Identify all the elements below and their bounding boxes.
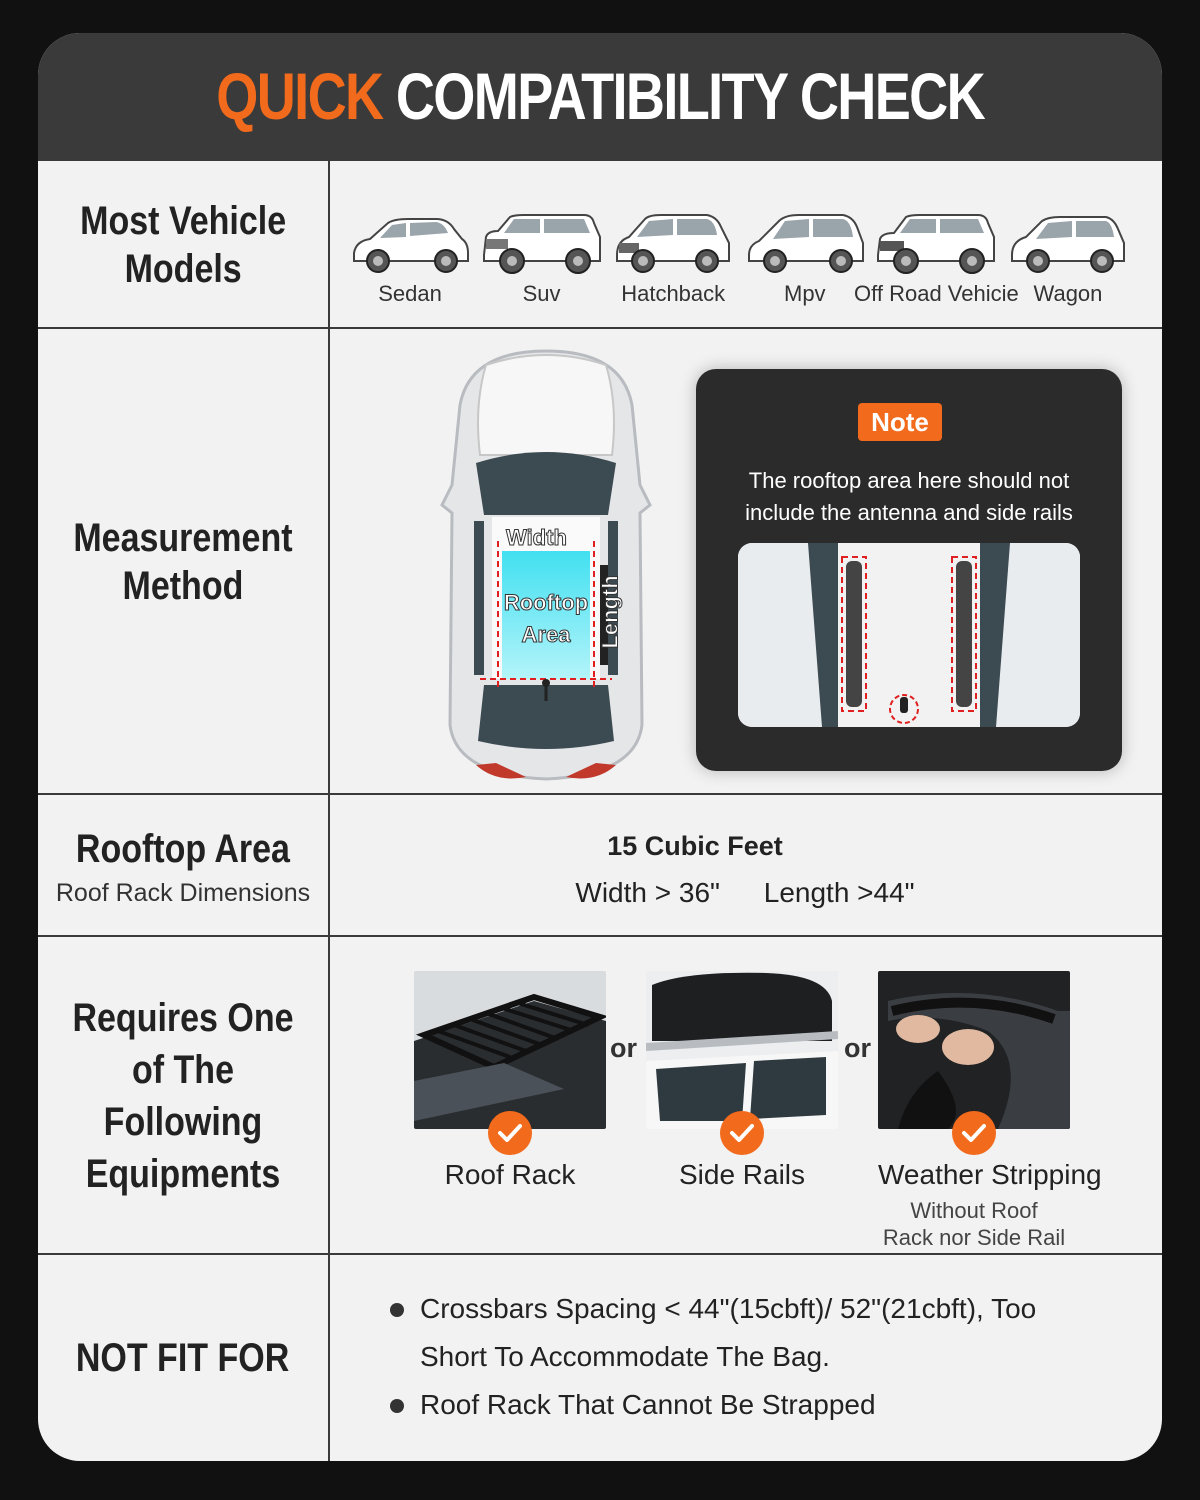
measurement-row: Measurement Method	[38, 327, 1162, 795]
note-text: The rooftop area here should not include…	[745, 468, 1073, 525]
measurement-content: Width Rooftop Area Length Note The rooft…	[330, 329, 1162, 795]
equipment-name: Side Rails	[678, 1159, 806, 1190]
page-title: QUICK COMPATIBILITY CHECK	[216, 58, 986, 134]
vehicle-off-road: Off Road Vehicie	[854, 207, 1019, 307]
vehicle-mpv: Mpv	[741, 207, 869, 307]
equipment-cell: Requires One of The Following Equipments	[38, 937, 330, 1255]
suv-icon	[482, 214, 601, 274]
vehicle-label: Suv	[522, 281, 561, 306]
vehicle-models-label: Most Vehicle Models	[80, 199, 286, 291]
note-tag: Note	[858, 403, 942, 441]
vehicle-list: Sedan Suv	[330, 207, 1162, 307]
vehicle-label: Off Road Vehicie	[854, 281, 1019, 306]
vehicle-label: Sedan	[378, 281, 442, 306]
mpv-icon	[747, 214, 864, 273]
or-separator: or	[610, 1033, 637, 1063]
roof-rack-photo	[414, 971, 606, 1129]
equipment-label: Requires One of The Following Equipments	[72, 996, 294, 1196]
or-separator: or	[844, 1033, 871, 1063]
compatibility-card: QUICK COMPATIBILITY CHECK Most Vehicle M…	[38, 33, 1162, 1461]
list-item: Roof Rack That Cannot Be Strapped	[390, 1381, 1080, 1429]
check-icon	[488, 1111, 532, 1155]
sedan-icon	[353, 218, 469, 273]
width-requirement: Width > 36"	[575, 877, 720, 908]
not-fit-row: NOT FIT FOR Crossbars Spacing < 44"(15cb…	[38, 1253, 1162, 1461]
not-fit-content: Crossbars Spacing < 44"(15cbft)/ 52"(21c…	[330, 1255, 1162, 1461]
equipment-name: Weather Stripping	[878, 1159, 1102, 1190]
list-item: Crossbars Spacing < 44"(15cbft)/ 52"(21c…	[390, 1285, 1080, 1381]
vehicle-sedan: Sedan	[346, 207, 474, 307]
header: QUICK COMPATIBILITY CHECK	[38, 33, 1162, 159]
check-icon	[720, 1111, 764, 1155]
equipment-name: Roof Rack	[444, 1159, 576, 1190]
vehicle-models-cell: Most Vehicle Models	[38, 161, 330, 329]
wagon-icon	[1010, 216, 1125, 273]
car-top-view-diagram	[440, 349, 652, 781]
rooftop-closeup-illustration	[738, 543, 1080, 727]
rooftop-row: Rooftop Area Roof Rack Dimensions 15 Cub…	[38, 793, 1162, 937]
length-requirement: Length >44"	[763, 877, 915, 908]
vehicle-label: Hatchback	[621, 281, 726, 306]
rooftop-closeup-image	[738, 543, 1080, 727]
vehicle-models-row: Most Vehicle Models Sedan	[38, 159, 1162, 329]
rooftop-label: Rooftop Area	[75, 826, 291, 871]
vehicle-label: Wagon	[1033, 281, 1103, 306]
rooftop-area-label: Rooftop Area	[503, 590, 589, 648]
hatchback-icon	[616, 214, 731, 273]
weather-stripping-illustration	[878, 971, 1070, 1129]
capacity-text: 15 Cubic Feet	[607, 831, 783, 861]
off-road-icon	[877, 214, 996, 274]
not-fit-cell: NOT FIT FOR	[38, 1255, 330, 1461]
side-rails-illustration	[646, 971, 838, 1129]
side-rails-photo	[646, 971, 838, 1129]
vehicle-suv: Suv	[478, 207, 606, 307]
roof-rack-illustration	[414, 971, 606, 1129]
equipment-row: Requires One of The Following Equipments	[38, 935, 1162, 1255]
check-icon	[952, 1111, 996, 1155]
equipment-content: Roof Rack or Side Rails	[330, 937, 1162, 1255]
weather-stripping-photo	[878, 971, 1070, 1129]
vehicle-models-content: Sedan Suv	[330, 161, 1162, 329]
title-highlight: QUICK	[216, 59, 384, 133]
vehicle-label: Mpv	[784, 281, 826, 306]
equipment-roof-rack: Roof Rack	[414, 971, 606, 1191]
vehicle-hatchback: Hatchback	[609, 207, 737, 307]
vehicle-wagon: Wagon	[1004, 207, 1132, 307]
not-fit-label: NOT FIT FOR	[76, 1336, 290, 1380]
measurement-cell: Measurement Method	[38, 329, 330, 795]
length-label: Length	[597, 575, 623, 649]
width-label: Width	[506, 525, 568, 551]
dimensions-text: Width > 36" Length >44"	[330, 877, 1160, 909]
rooftop-sublabel: Roof Rack Dimensions	[55, 878, 311, 907]
note-box: Note The rooftop area here should not in…	[696, 369, 1122, 771]
equipment-weather-stripping: Weather Stripping Without Roof Rack nor …	[878, 971, 1102, 1251]
measurement-label: Measurement Method	[73, 516, 293, 608]
equipment-side-rails: Side Rails	[646, 971, 838, 1191]
equipment-desc: Without Roof Rack nor Side Rail	[882, 1198, 1066, 1250]
rooftop-content: 15 Cubic Feet Width > 36" Length >44"	[330, 795, 1162, 937]
rooftop-cell: Rooftop Area Roof Rack Dimensions	[38, 795, 330, 937]
title-rest: COMPATIBILITY CHECK	[395, 59, 986, 133]
not-fit-list: Crossbars Spacing < 44"(15cbft)/ 52"(21c…	[390, 1285, 1080, 1429]
